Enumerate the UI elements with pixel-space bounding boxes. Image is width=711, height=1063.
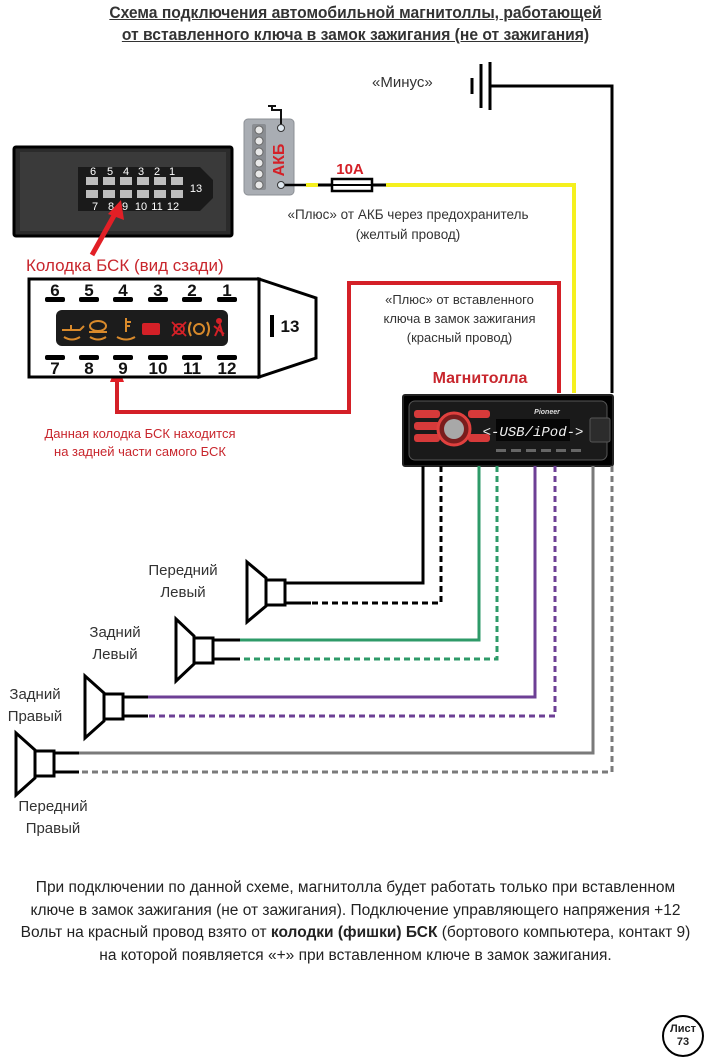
photo-pin-3: 3	[138, 166, 144, 178]
front-left-wire-positive	[287, 466, 425, 585]
oil-can-icon	[62, 325, 85, 341]
photo-pin-13: 13	[190, 183, 202, 195]
speaker-front-left-line-1: Передний	[148, 562, 218, 579]
photo-pin-1: 1	[169, 166, 175, 178]
bsk-pin-8: 8	[84, 359, 93, 378]
title-line-1: Схема подключения автомобильной магнитол…	[109, 3, 602, 22]
footer-note: При подключении по данной схеме, магнито…	[20, 877, 691, 967]
photo-arrow	[89, 210, 119, 257]
speaker-rear-right-icon	[83, 672, 148, 742]
head-unit-label: Магнитолла	[432, 370, 528, 387]
red-wire-label-line-3: (красный провод)	[406, 330, 513, 345]
footer-bold: колодки (фишки) БСК	[270, 924, 438, 941]
red-wire	[115, 281, 561, 414]
photo-pin-5: 5	[107, 166, 113, 178]
bsk-pin-13: 13	[281, 317, 300, 336]
bsk-pin-6: 6	[50, 281, 59, 300]
battery-icon	[243, 105, 295, 196]
bsk-pin-7: 7	[50, 359, 59, 378]
rear-left-wire-negative	[240, 466, 499, 661]
speaker-front-left-label: Передний Левый	[128, 560, 238, 604]
speaker-front-left-line-2: Левый	[160, 584, 206, 601]
speaker-rear-left-label: Задний Левый	[70, 622, 160, 666]
photo-pin-2: 2	[154, 166, 160, 178]
speaker-rear-right-line-1: Задний	[9, 686, 61, 703]
bsk-note-line-1: Данная колодка БСК находится	[44, 426, 236, 441]
photo-pin-8: 8	[108, 201, 114, 213]
speaker-rear-left-line-2: Левый	[92, 646, 138, 663]
photo-arrow-head-icon	[108, 200, 124, 220]
sheet-number: 73	[676, 1036, 690, 1048]
rear-right-wire-negative	[148, 466, 557, 718]
front-left-wire-negative	[287, 466, 443, 605]
bsk-pin-2: 2	[187, 281, 196, 300]
battery-warning-icon	[142, 323, 160, 335]
speaker-rear-left-icon	[174, 615, 240, 685]
photo-pin-7: 7	[92, 201, 98, 213]
footer-part-2: (бортового компьютера, контакт 9) на кот…	[99, 924, 691, 964]
bsk-pin-9: 9	[118, 359, 127, 378]
photo-pin-9: 9	[122, 201, 128, 213]
seatbelt-icon	[213, 318, 225, 337]
speaker-rear-right-line-2: Правый	[7, 708, 63, 725]
indicator-icons	[62, 318, 225, 341]
oil-level-icon	[89, 320, 107, 341]
red-wire-label-line-2: ключа в замок зажигания	[383, 311, 536, 326]
bsk-pin-12: 12	[218, 359, 237, 378]
bsk-connector	[27, 276, 318, 380]
yellow-wire-label: «Плюс» от АКБ через предохранитель (желт…	[238, 205, 578, 245]
brake-pad-icon	[188, 321, 210, 337]
photo-pin-10: 10	[135, 201, 147, 213]
head-unit-display: <-USB/iPod->	[483, 425, 584, 441]
speaker-rear-right-label: Задний Правый	[0, 684, 70, 728]
speaker-front-right-line-2: Правый	[25, 820, 81, 837]
bsk-pin-5: 5	[84, 281, 93, 300]
connector-photo	[12, 145, 234, 238]
sheet-number-badge: Лист 73	[662, 1015, 704, 1057]
bsk-pin-1: 1	[222, 281, 231, 300]
bsk-pin-10: 10	[149, 359, 168, 378]
speaker-front-right-icon	[14, 729, 79, 799]
ground-symbol-icon	[470, 62, 492, 110]
speaker-wires	[79, 466, 614, 774]
speaker-front-right-line-1: Передний	[18, 798, 88, 815]
bsk-note-line-2: на задней части самого БСК	[54, 444, 226, 459]
footer-part-1: При подключении по данной схеме, магнито…	[20, 879, 681, 941]
ground-label: «Минус»	[372, 74, 433, 91]
speaker-front-right-label: Передний Правый	[0, 796, 106, 840]
ground-wire	[490, 84, 614, 393]
title-line-2: от вставленного ключа в замок зажигания …	[121, 25, 590, 44]
yellow-wire-label-line-1: «Плюс» от АКБ через предохранитель	[287, 207, 529, 222]
head-unit-brand: Pioneer	[534, 409, 561, 416]
front-right-wire-negative	[79, 466, 614, 774]
bulb-fault-icon	[171, 321, 187, 337]
bsk-note: Данная колодка БСК находится на задней ч…	[10, 425, 270, 461]
head-unit	[402, 394, 614, 467]
bsk-pin-3: 3	[153, 281, 162, 300]
photo-pin-11: 11	[151, 201, 162, 213]
bsk-pin-4: 4	[118, 281, 128, 300]
bsk-connector-caption: Колодка БСК (вид сзади)	[26, 256, 224, 275]
battery-label: АКБ	[271, 144, 288, 177]
photo-pin-6: 6	[90, 166, 96, 178]
yellow-wire-label-line-2: (желтый провод)	[355, 227, 461, 242]
rear-right-wire-positive	[148, 466, 537, 699]
sheet-label: Лист	[670, 1023, 696, 1035]
red-wire-label: «Плюс» от вставленного ключа в замок заж…	[362, 290, 557, 347]
photo-pin-4: 4	[123, 166, 129, 178]
diagram-title: Схема подключения автомобильной магнитол…	[0, 2, 711, 46]
photo-pin-12: 12	[167, 201, 179, 213]
bsk-pin-bars	[45, 297, 237, 360]
speaker-rear-left-line-1: Задний	[89, 624, 141, 641]
coolant-temp-icon	[116, 318, 136, 341]
rear-left-wire-positive	[240, 466, 481, 642]
bsk-pin-11: 11	[183, 359, 201, 378]
fuse-label: 10A	[336, 161, 364, 178]
red-wire-label-line-1: «Плюс» от вставленного	[385, 292, 534, 307]
fuse-icon	[330, 177, 374, 193]
speaker-front-left-icon	[245, 558, 311, 626]
front-right-wire-positive	[79, 466, 595, 755]
yellow-wire	[386, 183, 576, 393]
